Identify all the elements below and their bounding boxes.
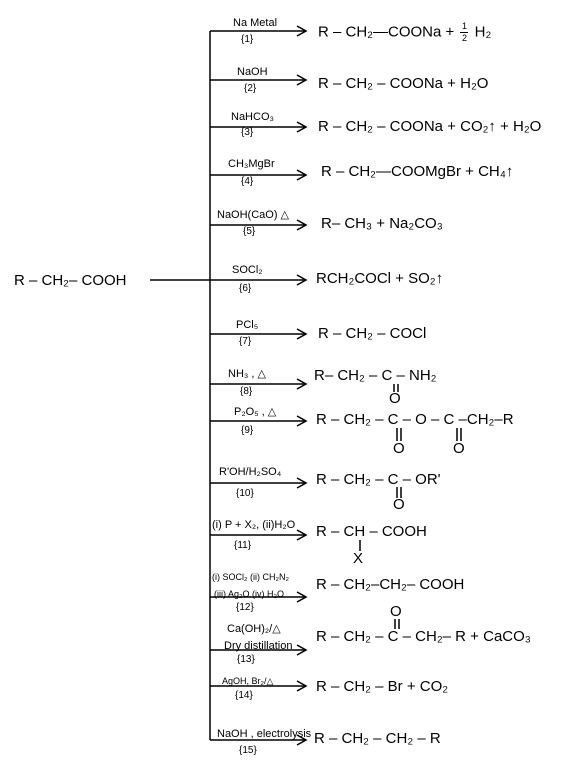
product-15: R – CH₂ – CH₂ – R [314, 730, 441, 747]
reaction-number-2: {2} [244, 83, 257, 94]
reaction-arrow-head-15 [296, 734, 308, 746]
reaction-number-11: {11} [234, 540, 252, 551]
reagent-9: P₂O₅ , △ [234, 406, 277, 418]
reagent-12b: (iii) Ag₂O (iv) H₂O [214, 589, 284, 599]
reaction-arrow-head-9 [296, 415, 308, 427]
carbonyl-o-9b: O [453, 440, 465, 457]
reagent-1: Na Metal [233, 17, 278, 29]
reagent-12a: (i) SOCl₂ (ii) CH₂N₂ [212, 572, 289, 582]
substituent-x-11: X [353, 550, 364, 567]
reaction-number-6: {6} [239, 283, 252, 294]
reaction-arrow-head-8 [296, 378, 308, 390]
reaction-number-10: {10} [236, 488, 254, 499]
reagent-11: (i) P + X₂, (ii)H₂O [212, 519, 296, 531]
product-10: R – CH₂ – C – OR' [316, 471, 441, 488]
product-6: RCH₂COCl + SO₂↑ [316, 270, 444, 287]
reaction-arrow-head-7 [296, 328, 308, 340]
reaction-arrow-head-5 [296, 219, 308, 231]
reaction-number-7: {7} [239, 336, 252, 347]
product-13: R – CH₂ – C – CH₂– R + CaCO₃ [316, 628, 531, 645]
reaction-arrow-head-3 [296, 121, 308, 133]
reaction-arrow-head-4 [296, 169, 308, 181]
reagent-2: NaOH [237, 66, 268, 78]
reagent-5: NaOH(CaO) △ [217, 209, 290, 221]
product-2: R – CH₂ – COONa + H₂O [318, 75, 489, 92]
reaction-number-12: {12} [236, 602, 254, 613]
reaction-arrow-head-1 [296, 25, 308, 37]
reaction-number-4: {4} [241, 176, 254, 187]
reaction-arrow-head-11 [296, 529, 308, 541]
reagent-10: R'OH/H₂SO₄ [219, 466, 282, 478]
product-3: R – CH₂ – COONa + CO₂↑ + H₂O [318, 118, 542, 135]
reaction-number-15: {15} [239, 745, 257, 756]
carbonyl-o-9a: O [393, 440, 405, 457]
product-4: R – CH₂—COOMgBr + CH₄↑ [321, 163, 514, 180]
product-5: R– CH₃ + Na₂CO₃ [321, 215, 443, 232]
reaction-number-1: {1} [241, 34, 254, 45]
reaction-number-9: {9} [241, 425, 254, 436]
reagent-3: NaHCO₃ [231, 111, 274, 123]
product-12: R – CH₂–CH₂– COOH [316, 576, 465, 593]
reagent-13a: Ca(OH)₂/△ [227, 623, 281, 635]
reaction-number-14: {14} [235, 690, 253, 701]
reagent-15: NaOH , electrolysis [217, 728, 312, 740]
reagent-6: SOCl₂ [232, 264, 263, 276]
carbonyl-o-13: O [390, 603, 402, 620]
product-9: R – CH₂ – C – O – C –CH₂–R [316, 411, 514, 428]
reaction-number-8: {8} [240, 386, 253, 397]
reagent-7: PCl₅ [236, 319, 259, 331]
reaction-arrow-head-10 [296, 477, 308, 489]
reagent-14: AgOH, Br₂/△ [222, 676, 274, 686]
reaction-number-13: {13} [237, 654, 255, 665]
carbonyl-o-10: O [393, 496, 405, 513]
starting-compound: R – CH₂– COOH [14, 272, 127, 289]
product-11: R – CH – COOH [316, 523, 427, 540]
reaction-number-3: {3} [241, 127, 254, 138]
reaction-arrow-head-12 [296, 591, 308, 603]
reagent-4: CH₃MgBr [228, 158, 275, 170]
reagent-8: NH₃ , △ [228, 368, 266, 380]
product-14: R – CH₂ – Br + CO₂ [316, 678, 449, 695]
reaction-arrow-head-6 [296, 274, 308, 286]
reaction-arrow-head-14 [296, 680, 308, 692]
carbonyl-o-8: O [389, 390, 401, 407]
reagent-13b: Dry distillation [224, 640, 293, 652]
reaction-number-5: {5} [243, 226, 256, 237]
reaction-arrow-head-2 [296, 74, 308, 86]
product-7: R – CH₂ – COCl [318, 325, 427, 342]
reaction-arrow-head-13 [296, 644, 308, 656]
product-8: R– CH₂ – C – NH₂ [314, 367, 437, 384]
